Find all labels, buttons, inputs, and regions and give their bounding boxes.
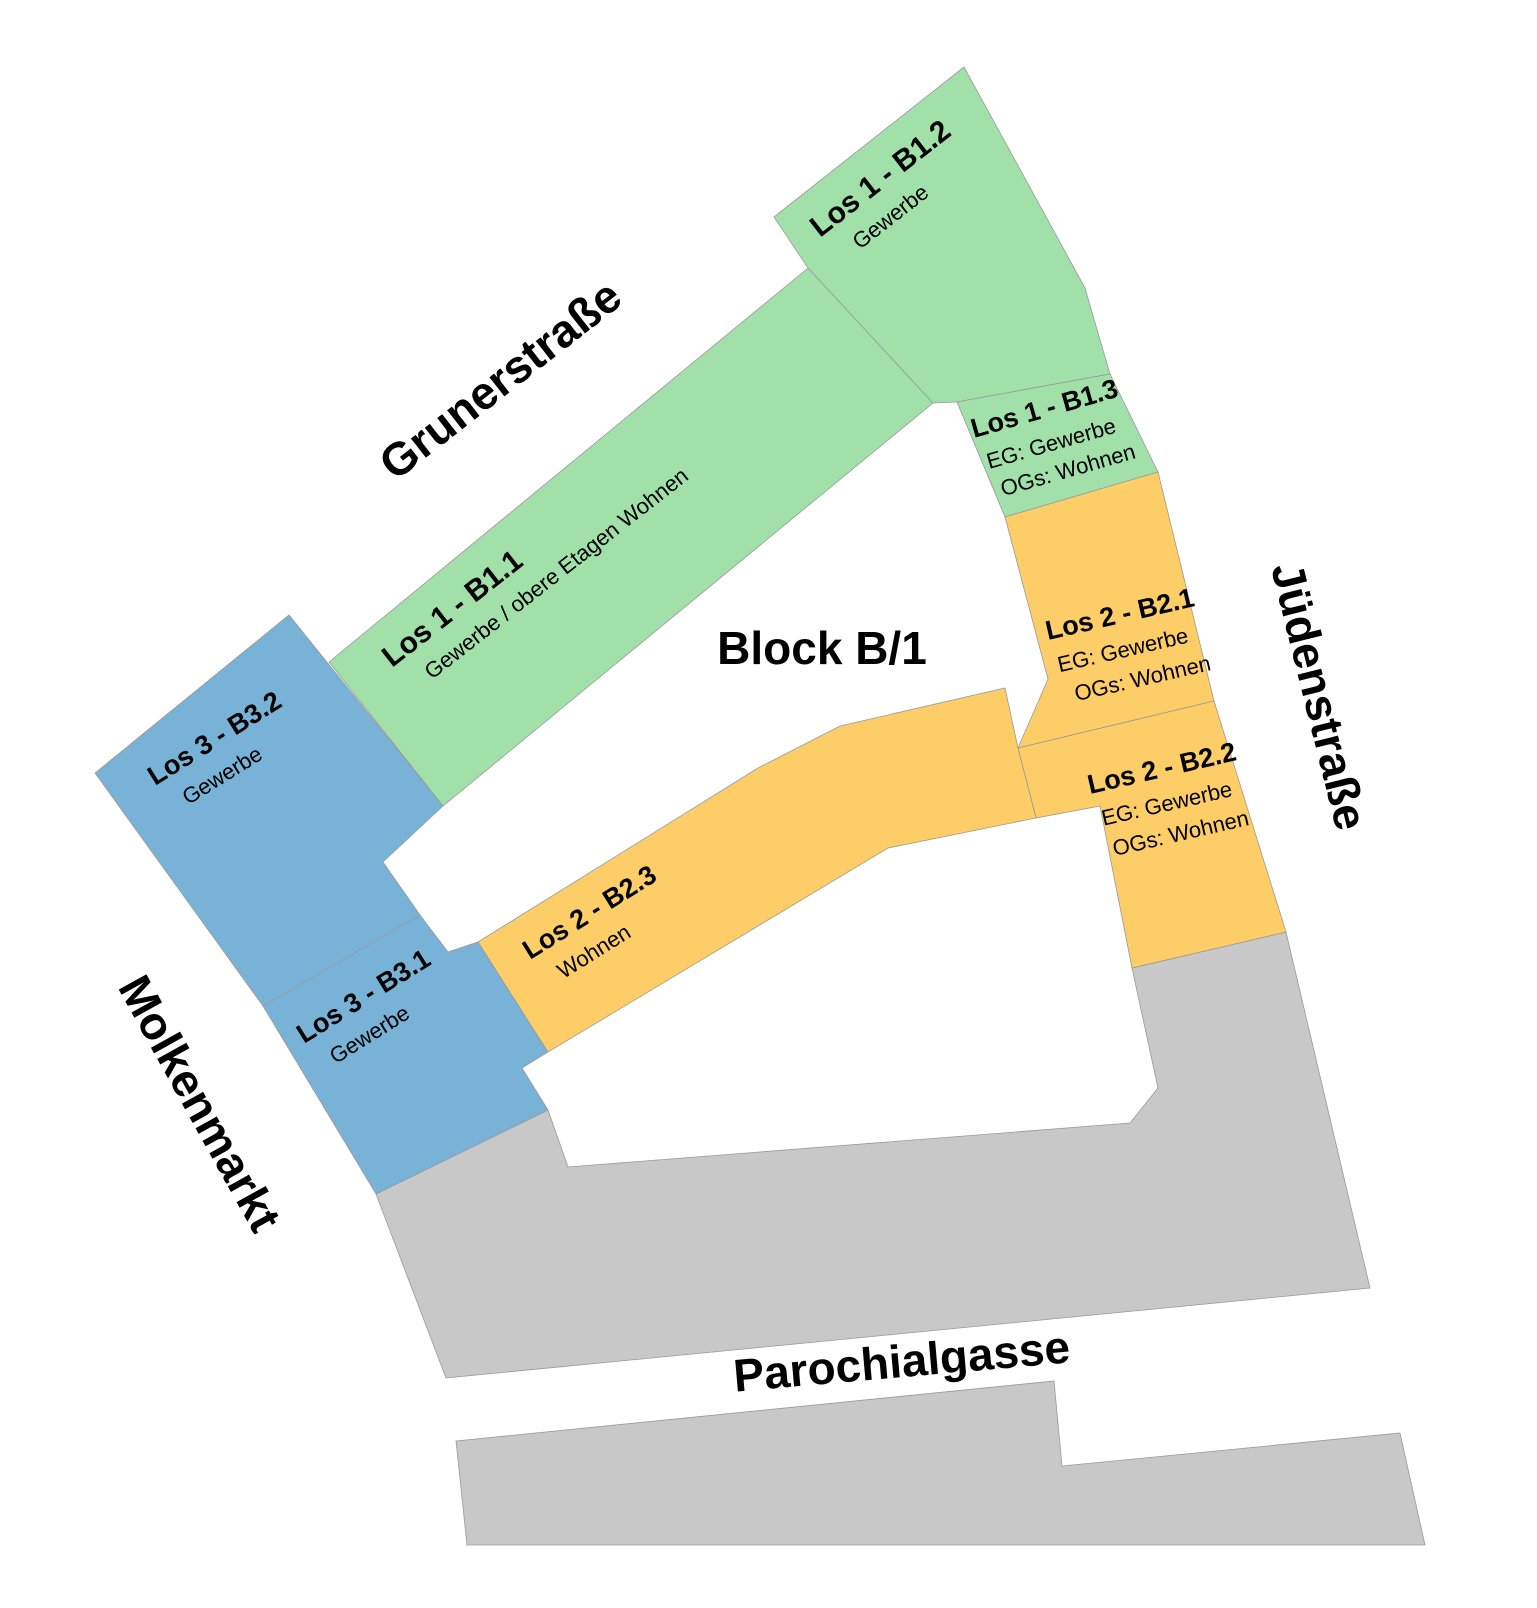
block-label: Block B/1	[717, 622, 927, 674]
existing-building-south-block	[375, 931, 1371, 1379]
existing-building-parochialgasse	[455, 1380, 1426, 1546]
street-label-juedenstrasse: Jüdenstraße	[1261, 557, 1378, 835]
plot-b2-3[interactable]	[477, 687, 1037, 1053]
